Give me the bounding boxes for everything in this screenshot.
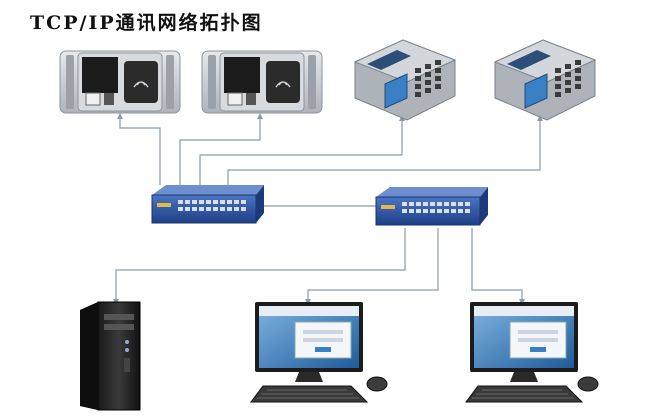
pos-machine-icon	[353, 39, 457, 121]
face-terminal-icon	[201, 50, 323, 114]
face-terminal-icon	[59, 50, 181, 114]
wire-pc-2	[471, 228, 525, 305]
switch-icon	[151, 185, 264, 224]
diagram-title: TCP/IP通讯网络拓扑图	[30, 12, 263, 34]
wire-terminal-1	[117, 113, 161, 185]
wire-pc-1	[305, 228, 439, 305]
server-icon	[80, 301, 141, 411]
wire-terminal-2	[179, 113, 263, 185]
desktop-pc-icon	[465, 302, 599, 403]
network-wires	[113, 113, 543, 305]
desktop-pc-icon	[250, 302, 388, 403]
pos-machine-icon	[493, 39, 597, 121]
wire-server	[113, 228, 406, 305]
wire-pos-2	[227, 115, 543, 185]
switch-icon	[375, 187, 488, 226]
wire-pos-1	[199, 115, 405, 185]
